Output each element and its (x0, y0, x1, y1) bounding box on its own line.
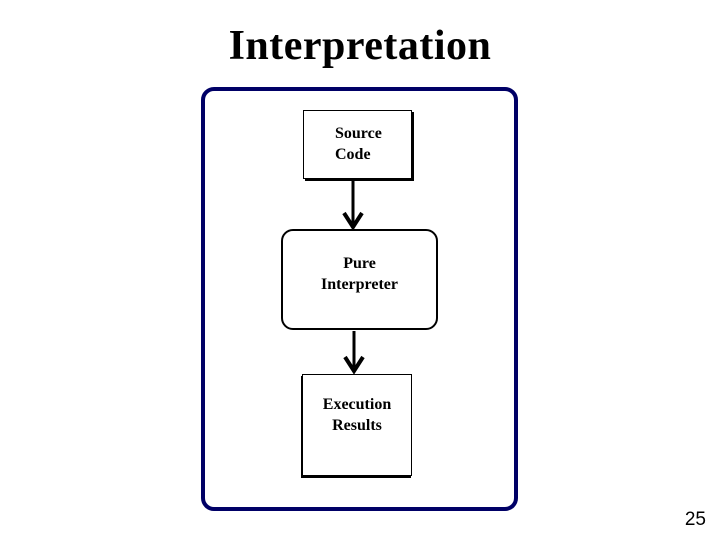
node-pure-interpreter-line-1: Pure (343, 255, 376, 272)
node-source-code-line-2: Code (335, 146, 371, 163)
node-execution-results-line-1: Execution (322, 396, 392, 413)
slide-title: Interpretation (228, 23, 492, 69)
node-execution-results-line-2: Results (332, 417, 382, 434)
arrow-down-icon (343, 331, 365, 374)
arrow-down-icon (342, 180, 364, 230)
page-number: 25 (684, 509, 706, 530)
node-pure-interpreter: Pure Interpreter (281, 229, 438, 330)
node-execution-results: Execution Results (302, 374, 412, 476)
diagram-frame (201, 87, 518, 511)
node-source-code-line-1: Source (335, 125, 382, 142)
node-source-code: Source Code (303, 110, 412, 179)
node-pure-interpreter-line-2: Interpreter (321, 276, 398, 293)
